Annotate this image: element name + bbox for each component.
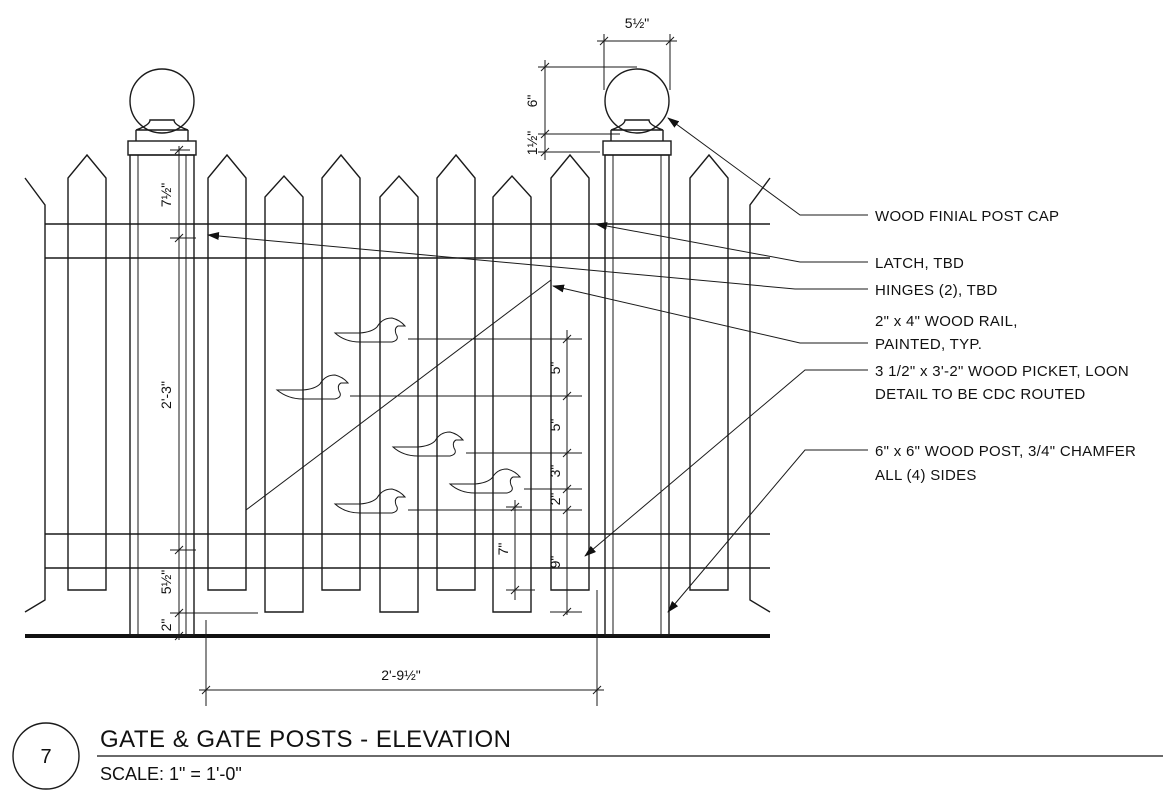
- callout-rail-line2: PAINTED, TYP.: [875, 336, 982, 353]
- loon-icon: [333, 488, 407, 514]
- picket: [264, 174, 304, 613]
- loon-icon: [448, 468, 522, 494]
- dim-finial-height: 6": [524, 95, 540, 108]
- dim-loon-1: 5": [547, 362, 563, 375]
- right-fence-end: [749, 177, 771, 613]
- right-finial: [604, 68, 670, 134]
- rails: [45, 223, 770, 569]
- loon-icon: [391, 431, 465, 457]
- left-gate-post: [127, 68, 197, 636]
- loon-icon: [333, 317, 407, 343]
- picket: [436, 153, 476, 591]
- picket: [689, 153, 729, 591]
- picket: [550, 153, 590, 591]
- dimension-lines: [170, 34, 677, 706]
- dim-loon-2: 5": [547, 419, 563, 432]
- dim-picket-bottom: 9": [547, 556, 563, 569]
- title-block: 7 GATE & GATE POSTS - ELEVATION SCALE: 1…: [12, 722, 1163, 790]
- picket: [379, 174, 419, 613]
- callout-post-line2: ALL (4) SIDES: [875, 467, 977, 484]
- detail-number: 7: [40, 746, 51, 768]
- dim-post-top: 7½": [158, 183, 174, 207]
- dim-loon-4: 2": [547, 493, 563, 506]
- drawing-title: GATE & GATE POSTS - ELEVATION: [100, 726, 511, 753]
- drawing-scale: SCALE: 1" = 1'-0": [100, 764, 242, 784]
- right-gate-post: [602, 68, 672, 636]
- picket: [492, 174, 532, 613]
- dim-finial-width: 5½": [625, 15, 649, 31]
- callout-post-line1: 6" x 6" WOOD POST, 3/4" CHAMFER: [875, 443, 1136, 460]
- left-fence-end: [24, 177, 46, 613]
- picket: [207, 153, 247, 591]
- dim-ground-gap: 2": [158, 619, 174, 632]
- dim-picket-notch: 7": [495, 543, 511, 556]
- callout-hinges: HINGES (2), TBD: [875, 282, 998, 299]
- leader-lines: [207, 117, 868, 613]
- detail-number-circle: [12, 722, 80, 790]
- picket: [67, 153, 107, 591]
- picket: [321, 153, 361, 591]
- callout-finial: WOOD FINIAL POST CAP: [875, 208, 1059, 225]
- callout-picket-line1: 3 1/2" x 3'-2" WOOD PICKET, LOON: [875, 363, 1129, 380]
- dim-gate-width: 2'-9½": [381, 667, 421, 683]
- gate-diagonal-brace: [245, 279, 552, 511]
- gate-rails: [106, 223, 690, 569]
- callout-rail-line1: 2" x 4" WOOD RAIL,: [875, 313, 1018, 330]
- dim-post-mid: 2'-3": [158, 381, 174, 409]
- dim-loon-3: 3": [547, 465, 563, 478]
- callout-latch: LATCH, TBD: [875, 255, 964, 272]
- loon-icon: [275, 374, 350, 400]
- dim-cap-height: 1½": [524, 131, 540, 155]
- left-finial: [129, 68, 195, 134]
- callout-picket-line2: DETAIL TO BE CDC ROUTED: [875, 386, 1086, 403]
- pickets: [67, 153, 729, 613]
- loon-cutouts: [275, 317, 522, 514]
- dim-post-bottom: 5½": [158, 570, 174, 594]
